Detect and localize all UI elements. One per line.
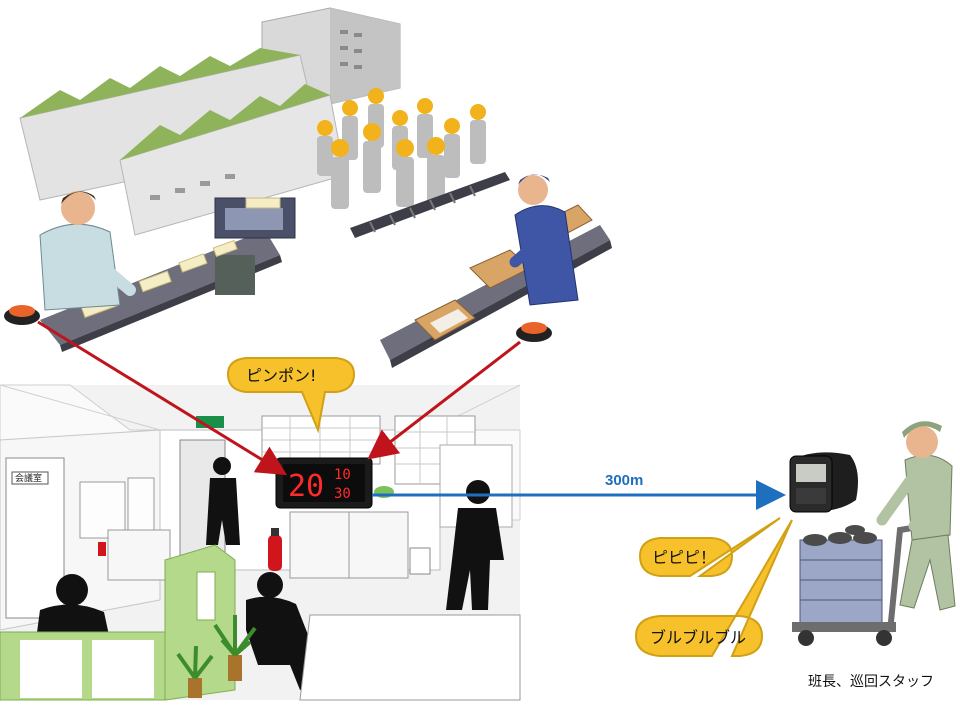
worker-right xyxy=(509,174,579,306)
bubble-vibrate: ブルブルブル xyxy=(634,519,793,657)
led-display-board: 20 10 30 xyxy=(275,457,373,509)
display-big-number: 20 xyxy=(288,469,324,504)
office-scene: 会議室 20 10 30 xyxy=(0,384,521,701)
display-top-number: 10 xyxy=(334,467,351,483)
display-bottom-number: 30 xyxy=(334,486,351,502)
bubble-beep: ピピピ！ xyxy=(638,517,781,577)
call-button-left xyxy=(4,305,40,325)
staff-caption: 班長、巡回スタッフ xyxy=(808,674,934,690)
signal-arrow: 300m xyxy=(372,472,786,510)
bubble-chime: ピンポン! xyxy=(226,357,356,434)
worker-crowd xyxy=(317,88,486,209)
call-arrows xyxy=(37,320,521,476)
worker-left xyxy=(39,191,136,311)
distance-label: 300m xyxy=(605,472,643,489)
factory-scene xyxy=(4,7,612,368)
bubble-beep-text: ピピピ！ xyxy=(652,548,716,567)
call-arrow-right xyxy=(367,340,521,460)
bubble-vibrate-text: ブルブルブル xyxy=(650,628,746,647)
call-button-right xyxy=(516,322,552,342)
wrist-receiver xyxy=(789,452,858,513)
bubble-chime-text: ピンポン! xyxy=(246,366,316,385)
conveyor-left xyxy=(40,197,296,352)
call-arrow-left xyxy=(37,320,288,476)
room-sign: 会議室 xyxy=(15,472,42,484)
fire-extinguisher xyxy=(268,528,282,571)
staff-with-cart xyxy=(792,421,956,646)
